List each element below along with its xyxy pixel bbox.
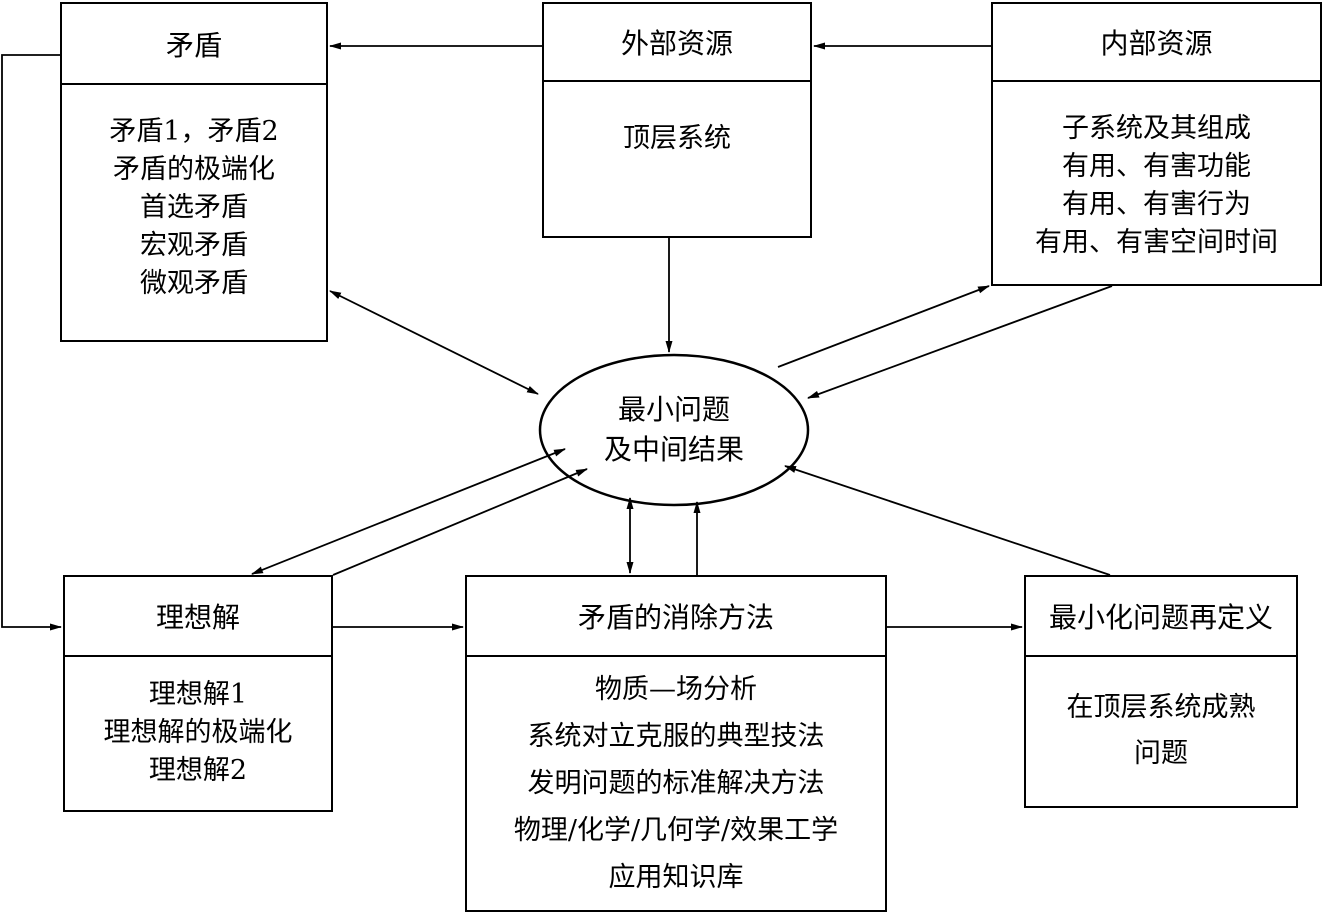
- elimination-methods-item: 物质—场分析: [595, 673, 757, 705]
- redefinition-item: 在顶层系统成熟: [1066, 692, 1256, 723]
- contradiction-item: 矛盾的极端化: [113, 154, 275, 185]
- internal-resources-item: 有用、有害空间时间: [1035, 227, 1278, 258]
- contradiction-item: 矛盾1，矛盾2: [109, 116, 279, 147]
- redefinition-title: 最小化问题再定义: [1026, 577, 1296, 657]
- ideal-solution-list: 理想解1 理想解的极端化 理想解2: [65, 657, 331, 809]
- redefinition-box: 最小化问题再定义 在顶层系统成熟 问题: [1024, 575, 1298, 808]
- internal-resources-box: 内部资源 子系统及其组成 有用、有害功能 有用、有害行为 有用、有害空间时间: [991, 2, 1322, 286]
- elimination-methods-item: 系统对立克服的典型技法: [527, 720, 825, 752]
- arrow-ideal-to-center: [332, 468, 588, 576]
- ideal-solution-item: 理想解2: [148, 755, 248, 786]
- external-resources-item: 顶层系统: [623, 123, 731, 154]
- arrow-redefine-to-center: [784, 465, 1111, 576]
- ideal-solution-item: 理想解的极端化: [103, 717, 293, 748]
- redefinition-list: 在顶层系统成熟 问题: [1026, 657, 1296, 805]
- external-resources-box: 外部资源 顶层系统: [542, 2, 812, 238]
- internal-resources-item: 有用、有害行为: [1062, 189, 1251, 220]
- contradiction-box: 矛盾 矛盾1，矛盾2 矛盾的极端化 首选矛盾 宏观矛盾 微观矛盾: [60, 2, 328, 342]
- arrow-internal-to-center: [807, 285, 1113, 399]
- internal-resources-title: 内部资源: [993, 4, 1320, 82]
- contradiction-list: 矛盾1，矛盾2 矛盾的极端化 首选矛盾 宏观矛盾 微观矛盾: [62, 85, 326, 339]
- internal-resources-list: 子系统及其组成 有用、有害功能 有用、有害行为 有用、有害空间时间: [993, 82, 1320, 282]
- elimination-methods-list: 物质—场分析 系统对立克服的典型技法 发明问题的标准解决方法 物理/化学/几何学…: [467, 657, 885, 909]
- arrow-ideal-center: [251, 448, 566, 575]
- contradiction-item: 宏观矛盾: [140, 230, 248, 261]
- ideal-solution-title: 理想解: [65, 577, 331, 657]
- arrow-center-to-internal: [777, 285, 990, 368]
- elimination-methods-box: 矛盾的消除方法 物质—场分析 系统对立克服的典型技法 发明问题的标准解决方法 物…: [465, 575, 887, 912]
- external-resources-list: 顶层系统: [544, 82, 810, 232]
- ideal-solution-box: 理想解 理想解1 理想解的极端化 理想解2: [63, 575, 333, 812]
- center-label-line: 最小问题: [617, 393, 730, 426]
- center-ellipse: [538, 353, 810, 507]
- internal-resources-item: 子系统及其组成: [1062, 113, 1251, 144]
- external-resources-title: 外部资源: [544, 4, 810, 82]
- elimination-methods-item: 物理/化学/几何学/效果工学: [513, 814, 839, 846]
- arrow-contradiction-center: [329, 290, 539, 395]
- contradiction-item: 首选矛盾: [140, 192, 248, 223]
- center-label-line: 及中间结果: [603, 433, 744, 466]
- elimination-methods-item: 应用知识库: [608, 861, 744, 893]
- elimination-methods-item: 发明问题的标准解决方法: [527, 767, 825, 799]
- contradiction-item: 微观矛盾: [140, 268, 248, 299]
- redefinition-item: 问题: [1134, 738, 1188, 769]
- ideal-solution-item: 理想解1: [148, 679, 248, 710]
- arrow-contradiction-to-ideal: [1, 54, 62, 631]
- contradiction-title: 矛盾: [62, 4, 326, 85]
- internal-resources-item: 有用、有害功能: [1062, 151, 1251, 182]
- elimination-methods-title: 矛盾的消除方法: [467, 577, 885, 657]
- center-label: 最小问题 及中间结果: [540, 355, 808, 505]
